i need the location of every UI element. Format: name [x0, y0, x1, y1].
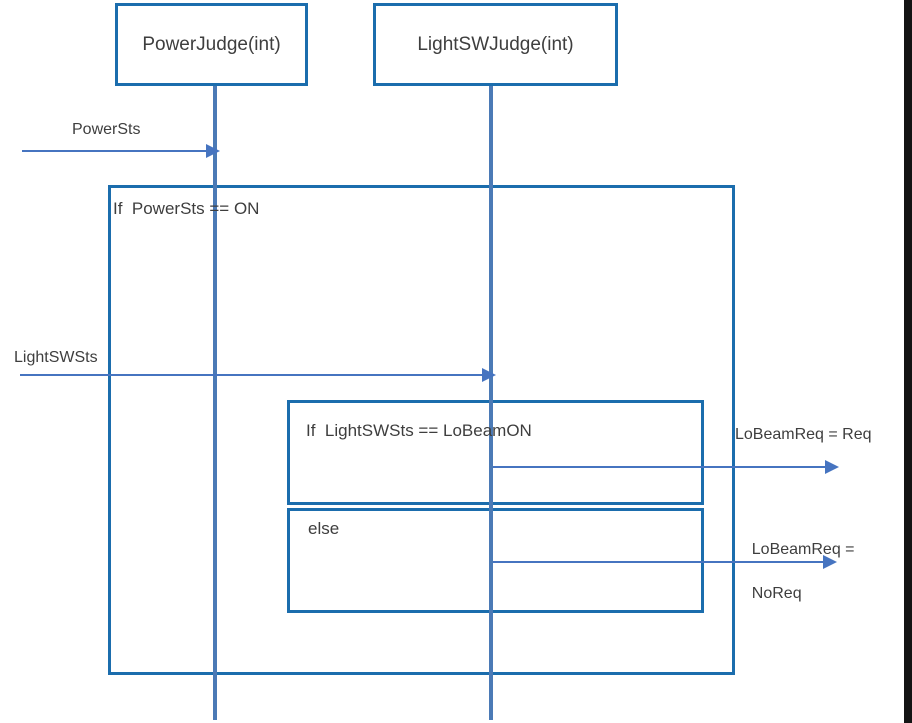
- powersts-arrow: [22, 150, 206, 152]
- lobeamreq-noreq-arrow: [493, 561, 823, 563]
- fragment-else: [287, 508, 704, 613]
- lobeamreq-req-arrowhead-icon: [825, 460, 839, 474]
- fragment-if-lightswsts-lobeamon: [287, 400, 704, 505]
- participant-powerjudge: PowerJudge(int): [115, 3, 308, 86]
- lifeline-powerjudge: [213, 86, 217, 720]
- lightswsts-arrow-label: LightSWSts: [14, 349, 98, 366]
- lobeamreq-noreq-label-line2: NoReq: [751, 585, 802, 602]
- fragment-if-powersts-on: [108, 185, 735, 675]
- right-edge-bar: [904, 0, 912, 723]
- fragment-if-powersts-on-guard: If PowerSts == ON: [113, 199, 260, 218]
- lobeamreq-req-arrow-label: LoBeamReq = Req: [735, 426, 872, 443]
- lightswsts-arrow: [20, 374, 482, 376]
- lobeamreq-req-arrow: [493, 466, 825, 468]
- powersts-arrow-label: PowerSts: [72, 121, 141, 138]
- fragment-if-lightswsts-lobeamon-guard: If LightSWSts == LoBeamON: [306, 421, 532, 440]
- lifeline-lightswjudge: [489, 86, 493, 720]
- lightswsts-arrowhead-icon: [482, 368, 496, 382]
- lobeamreq-noreq-arrow-label: LoBeamReq = NoReq: [734, 517, 855, 627]
- participant-lightswjudge-label: LightSWJudge(int): [417, 33, 574, 55]
- lobeamreq-noreq-arrowhead-icon: [823, 555, 837, 569]
- powersts-arrowhead-icon: [206, 144, 220, 158]
- participant-lightswjudge: LightSWJudge(int): [373, 3, 618, 86]
- lobeamreq-noreq-label-line1: LoBeamReq =: [751, 541, 855, 558]
- participant-powerjudge-label: PowerJudge(int): [142, 33, 281, 55]
- fragment-else-guard: else: [308, 519, 340, 538]
